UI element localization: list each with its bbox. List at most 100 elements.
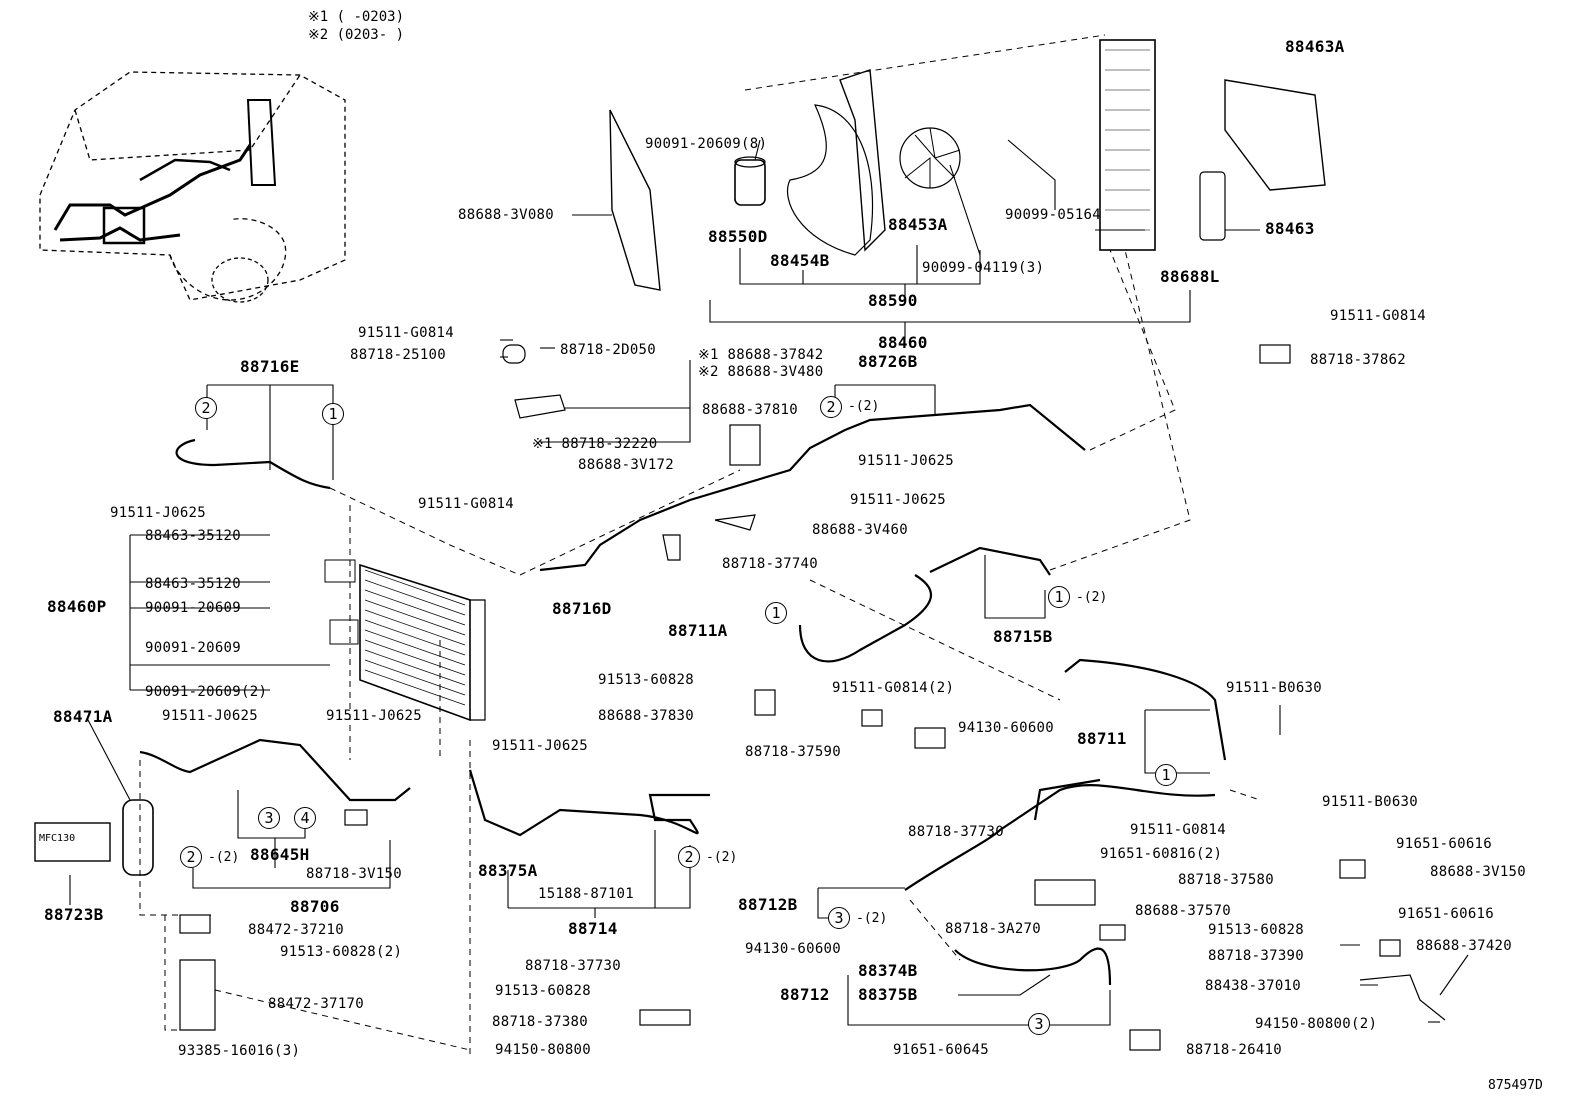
part-label[interactable]: 88718-37730 [908,824,1005,840]
part-label[interactable]: 88711A [668,621,728,640]
part-label[interactable]: 91511-G0814 [1130,822,1227,838]
part-label[interactable]: 91511-B0630 [1226,680,1323,696]
part-label[interactable]: 88711 [1077,729,1127,748]
part-label[interactable]: 88718-37590 [745,744,842,760]
part-label[interactable]: 88688L [1160,267,1220,286]
part-label[interactable]: 91513-60828 [1208,922,1305,938]
part-label[interactable]: 90091-20609 [145,640,242,656]
part-label[interactable]: 88688-37810 [702,402,799,418]
part-label[interactable]: 88718-37380 [492,1014,589,1030]
phantom-lines [139,34,1261,1055]
part-label[interactable]: 88590 [868,291,918,310]
part-label[interactable]: 94150-80800 [495,1042,592,1058]
part-label[interactable]: 91513-60828 [495,983,592,999]
part-label[interactable]: 88375A [478,861,538,880]
part-label[interactable]: 88718-37390 [1208,948,1305,964]
part-label[interactable]: ※1 88718-32220 [532,436,658,452]
part-label[interactable]: 91511-J0625 [110,505,207,521]
part-label[interactable]: 88453A [888,215,948,234]
part-label[interactable]: 15188-87101 [538,886,635,902]
callout-lines [69,139,1469,1026]
ref-marker: 1 [765,602,787,624]
part-label[interactable]: 91651-60616 [1398,906,1495,922]
part-label[interactable]: 88706 [290,897,340,916]
part-label[interactable]: 90099-05164 [1005,207,1102,223]
part-label[interactable]: 88438-37010 [1205,978,1302,994]
part-label[interactable]: 88688-3V150 [1430,864,1527,880]
legend-line-2: ※2 (0203- ) [308,27,405,43]
part-label[interactable]: 91511-J0625 [492,738,589,754]
part-label[interactable]: 88688-3V080 [458,207,555,223]
part-label[interactable]: 91511-G0814(2) [832,680,955,696]
part-label[interactable]: 88718-26410 [1186,1042,1283,1058]
part-label[interactable]: 94130-60600 [958,720,1055,736]
part-label[interactable]: 88688-3V460 [812,522,909,538]
part-label[interactable]: 91651-60616 [1396,836,1493,852]
part-label[interactable]: 91511-J0625 [162,708,259,724]
part-label[interactable]: 91511-J0625 [326,708,423,724]
part-label[interactable]: 88688-37570 [1135,903,1232,919]
part-label[interactable]: 91511-G0814 [418,496,515,512]
fan-shroud-assembly [609,39,1326,291]
part-label[interactable]: 88374B [858,961,918,980]
part-label[interactable]: 88460P [47,597,107,616]
part-label[interactable]: 88718-3A270 [945,921,1042,937]
part-label[interactable]: 90091-20609(2) [145,684,268,700]
part-label[interactable]: 91511-B0630 [1322,794,1419,810]
part-label[interactable]: 88688-37830 [598,708,695,724]
part-label[interactable]: 91511-G0814 [1330,308,1427,324]
part-label[interactable]: 88550D [708,227,768,246]
part-label[interactable]: 91511-J0625 [850,492,947,508]
part-label[interactable]: 94150-80800(2) [1255,1016,1378,1032]
part-label[interactable]: 88460 [878,333,928,352]
part-label[interactable]: 93385-16016(3) [178,1043,301,1059]
part-label[interactable]: 88688-3V172 [578,457,675,473]
part-label[interactable]: 88645H [250,845,310,864]
part-label[interactable]: ※2 88688-3V480 [698,364,824,380]
part-label[interactable]: 88454B [770,251,830,270]
qty-note: -(2) [1076,590,1108,605]
part-label[interactable]: 88463A [1285,37,1345,56]
part-label[interactable]: 88718-37862 [1310,352,1407,368]
part-label[interactable]: 90099-04119(3) [922,260,1045,276]
part-label[interactable]: 88718-37740 [722,556,819,572]
part-label[interactable]: 90091-20609 [145,600,242,616]
part-label[interactable]: 88712B [738,895,798,914]
part-label[interactable]: 94130-60600 [745,941,842,957]
ref-marker: 4 [294,807,316,829]
part-label[interactable]: 91511-G0814 [358,325,455,341]
ref-marker: 3 [828,907,850,929]
qty-note: -(2) [848,399,880,414]
brackets [179,344,1446,1051]
part-label[interactable]: 88718-37580 [1178,872,1275,888]
part-label[interactable]: 88463-35120 [145,528,242,544]
part-label[interactable]: 90091-20609(8) [645,136,768,152]
part-label[interactable]: 88472-37170 [268,996,365,1012]
part-label[interactable]: 91511-J0625 [858,453,955,469]
part-label[interactable]: 88716D [552,599,612,618]
part-label[interactable]: 88716E [240,357,300,376]
part-label[interactable]: ※1 88688-37842 [698,347,824,363]
part-label[interactable]: 88726B [858,352,918,371]
part-label[interactable]: 88712 [780,985,830,1004]
part-label[interactable]: 88375B [858,985,918,1004]
part-label[interactable]: 88723B [44,905,104,924]
part-label[interactable]: 91651-60645 [893,1042,990,1058]
part-label[interactable]: 88718-2D050 [560,342,657,358]
part-label[interactable]: 88718-3V150 [306,866,403,882]
part-label[interactable]: 88714 [568,919,618,938]
part-label[interactable]: 91513-60828(2) [280,944,403,960]
ref-marker: 1 [1048,586,1070,608]
part-label[interactable]: 88471A [53,707,113,726]
ref-marker: 2 [678,846,700,868]
part-label[interactable]: 91513-60828 [598,672,695,688]
part-label[interactable]: 88688-37420 [1416,938,1513,954]
part-label[interactable]: 88463-35120 [145,576,242,592]
part-label[interactable]: 88718-37730 [525,958,622,974]
part-label[interactable]: 88718-25100 [350,347,447,363]
part-label[interactable]: 88463 [1265,219,1315,238]
part-label[interactable]: 88472-37210 [248,922,345,938]
part-label[interactable]: 88715B [993,627,1053,646]
part-label[interactable]: 91651-60816(2) [1100,846,1223,862]
